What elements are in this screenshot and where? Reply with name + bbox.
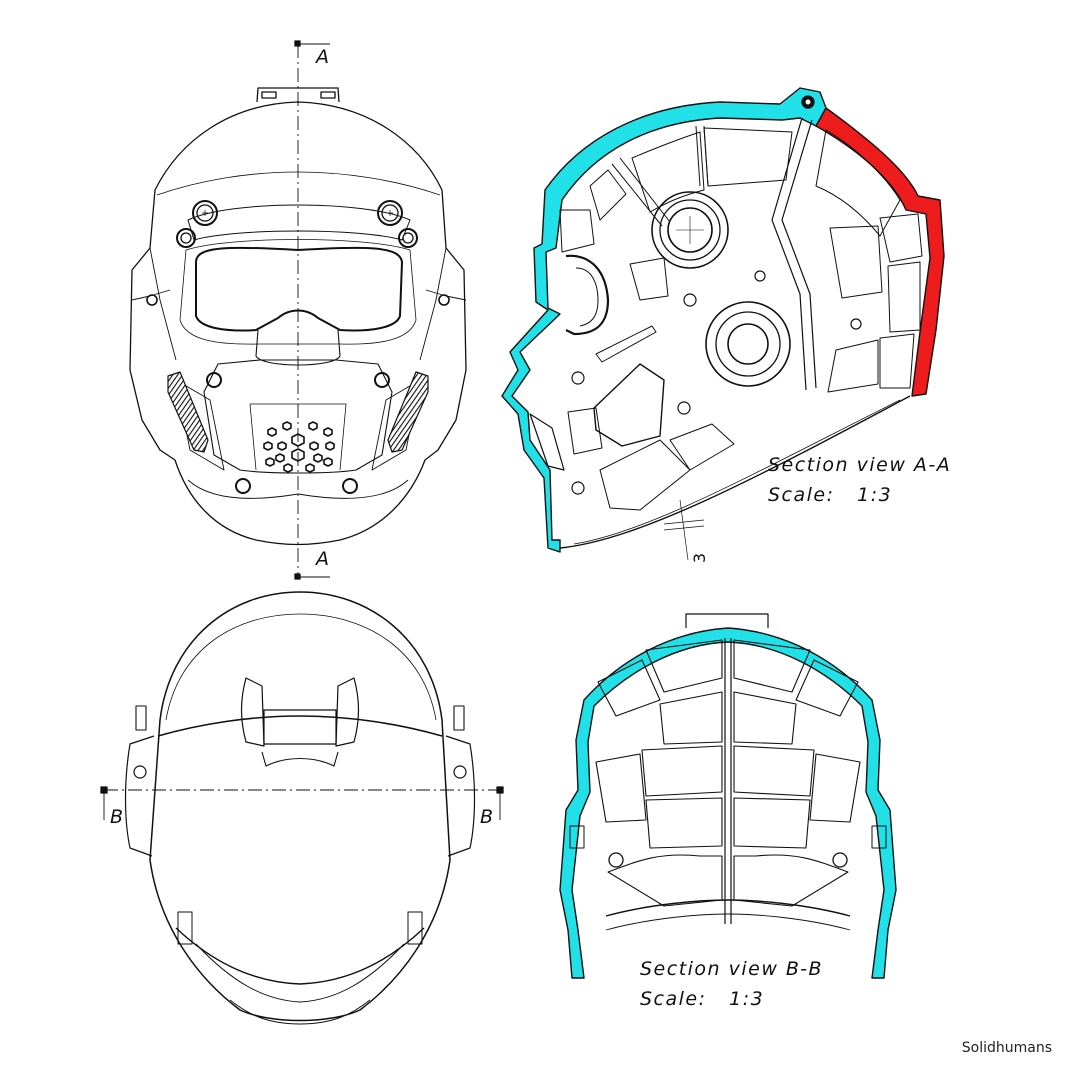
section-b-view [559,613,897,979]
breather-holes [263,421,335,473]
section-b-title: Section view B-B [640,958,824,980]
section-b-caption: Section view B-B Scale: 1:3 [640,954,823,1014]
section-a-red-shell [815,107,945,397]
section-a-caption: Section view A-A Scale: 1:3 [768,450,951,510]
cut-label-a-bottom: A [316,548,330,570]
section-a-scale: Scale: 1:3 [768,484,893,506]
dimension-label: 3 [690,551,710,564]
cut-label-b-left: B [110,806,125,828]
section-a-cyan-shell [501,87,827,553]
section-a-title: Section view A-A [768,454,952,476]
section-b-cyan-shell [559,627,897,979]
vent-mesh-left [167,371,209,453]
cut-label-a-top: A [316,46,330,68]
front-view [129,40,467,580]
top-view [100,591,504,1025]
section-a-view [501,87,945,561]
section-b-scale: Scale: 1:3 [640,988,765,1010]
cut-label-b-right: B [480,806,495,828]
bolt-icon [146,200,450,494]
vent-mesh-right [387,371,429,453]
credit-label: Solidhumans [961,1040,1052,1056]
